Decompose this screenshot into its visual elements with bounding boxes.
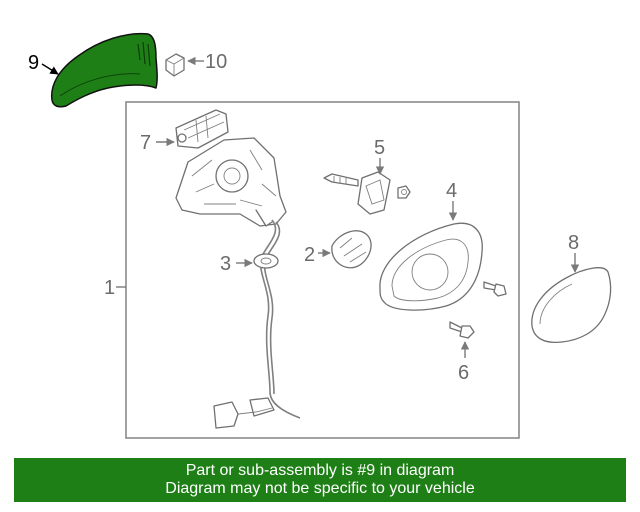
callout-5: 5	[374, 137, 385, 175]
assembly-frame	[125, 101, 520, 439]
part-10-clip[interactable]	[165, 53, 185, 77]
callout-2: 2	[304, 244, 331, 266]
part-5-bracket[interactable]	[323, 171, 411, 215]
callout-4: 4	[446, 180, 458, 221]
screw[interactable]	[483, 281, 507, 297]
callout-3: 3	[220, 253, 253, 275]
banner-line-1: Part or sub-assembly is #9 in diagram	[185, 462, 455, 479]
callout-8: 8	[568, 232, 580, 273]
part-2-disc[interactable]	[331, 230, 372, 269]
svg-text:3: 3	[220, 253, 231, 275]
part-3-wiring-harness[interactable]	[213, 219, 301, 429]
svg-text:1: 1	[104, 277, 115, 299]
callout-10: 10	[187, 51, 227, 73]
svg-text:7: 7	[140, 132, 151, 154]
callout-1: 1	[104, 277, 126, 299]
part-9-mirror-cover[interactable]	[50, 32, 158, 108]
callout-7: 7	[140, 132, 175, 154]
part-8-glass[interactable]	[531, 267, 612, 344]
svg-text:5: 5	[374, 137, 385, 159]
svg-text:6: 6	[458, 362, 469, 384]
svg-text:8: 8	[568, 232, 579, 254]
svg-text:10: 10	[205, 51, 227, 73]
part-6-screw[interactable]	[449, 321, 475, 339]
part-4-mirror-glass[interactable]	[379, 222, 483, 311]
mirror-base-housing[interactable]	[175, 137, 287, 227]
callout-9: 9	[28, 52, 59, 75]
part-7-actuator[interactable]	[175, 109, 229, 149]
svg-text:4: 4	[446, 180, 457, 202]
info-banner: Part or sub-assembly is #9 in diagram Di…	[14, 458, 626, 502]
callout-6: 6	[458, 341, 470, 384]
svg-text:9: 9	[28, 52, 39, 74]
parts-diagram: 9 10 7 3 1	[28, 32, 612, 439]
banner-line-2: Diagram may not be specific to your vehi…	[165, 480, 475, 497]
svg-text:2: 2	[304, 244, 315, 266]
